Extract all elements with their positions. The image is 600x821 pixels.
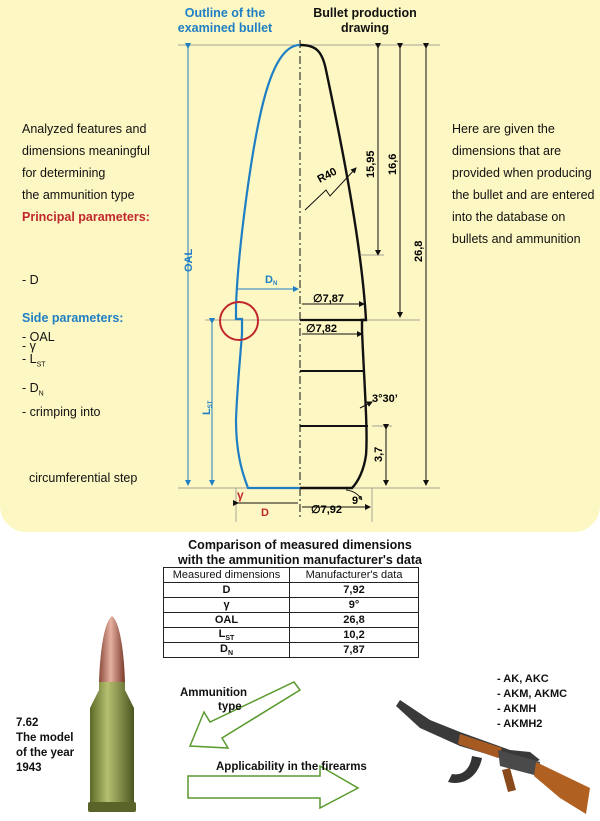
principal-title: Principal parameters: [22,210,150,224]
rifle-image [396,700,590,814]
bullet-drawing: OAL LST DN D γ ∅7,87 ∅7,82 ∅7,92 R40 15,… [178,40,440,522]
d792-label: ∅7,92 [311,504,342,516]
side-list: - OAL - LST - DN [22,330,55,397]
dim1595-label: 15,95 [365,150,377,178]
comparison-table: Measured dimensions Manufacturer's data … [163,567,419,659]
gamma-label: γ [237,488,244,502]
side-title: Side parameters: [22,311,124,325]
rifle-magazine [448,756,482,783]
rifle-grip [502,768,516,792]
table-row: D 7,92 [163,582,419,598]
examined-outline [234,43,301,490]
rifle-receiver [498,750,540,776]
principal-list: - D - γ - crimping into circumferential … [22,273,138,485]
case [90,682,134,804]
d787-label: ∅7,87 [313,293,344,305]
crimp-circle [219,301,259,341]
dim268-label: 26,8 [413,241,425,262]
r40-leader [304,167,357,211]
cartridge-image [88,616,136,812]
dim166-label: 16,6 [387,154,399,175]
arrow-applicability [187,764,360,810]
rifle-barrel [396,700,540,764]
arrow-ammo-type [188,681,302,749]
table-row: OAL 26,8 [163,612,419,628]
table-row: DN 7,87 [163,642,419,659]
right-text: Here are given the dimensions that are p… [452,122,595,246]
table-header-row: Measured dimensions Manufacturer's data [163,567,419,583]
case-rim [88,802,136,812]
dn-label: DN [265,274,277,287]
drawing-header: Bullet production drawing [313,6,417,35]
model-text: 7.62 The model of the year 1943 [16,717,75,774]
bullet-tip [99,616,125,682]
r40-label: R40 [316,166,339,186]
d-label: D [261,507,269,519]
angle9-label: 9° [352,495,363,507]
oal-label: OAL [183,249,195,273]
dim37-label: 3,7 [373,447,385,462]
angle330-label: 3°30’ [372,393,398,405]
table-row: γ 9° [163,597,419,613]
weapon-list: - AK, AKC - AKM, AKMC - AKMH - AKMH2 [497,673,568,730]
outline-header: Outline of the examined bullet [177,6,273,35]
angle9-arc [345,489,363,501]
col-manufacturer: Manufacturer's data [289,567,419,583]
angle330-marker [359,401,373,409]
rifle-handguard [458,734,502,758]
arrows [187,681,360,810]
drawing-outline [299,43,368,490]
comparison-title: Comparison of measured dimensions with t… [178,538,422,567]
table-row: LST 10,2 [163,626,419,644]
ammo-type-label: Ammunition type [180,687,248,713]
col-measured: Measured dimensions [163,567,290,583]
lst-label: LST [201,400,214,415]
d782-label: ∅7,82 [306,323,337,335]
applicability-label: Applicability in the firearms [216,761,367,773]
rifle-stock [534,762,590,814]
intro-text: Analyzed features and dimensions meaning… [22,122,150,202]
